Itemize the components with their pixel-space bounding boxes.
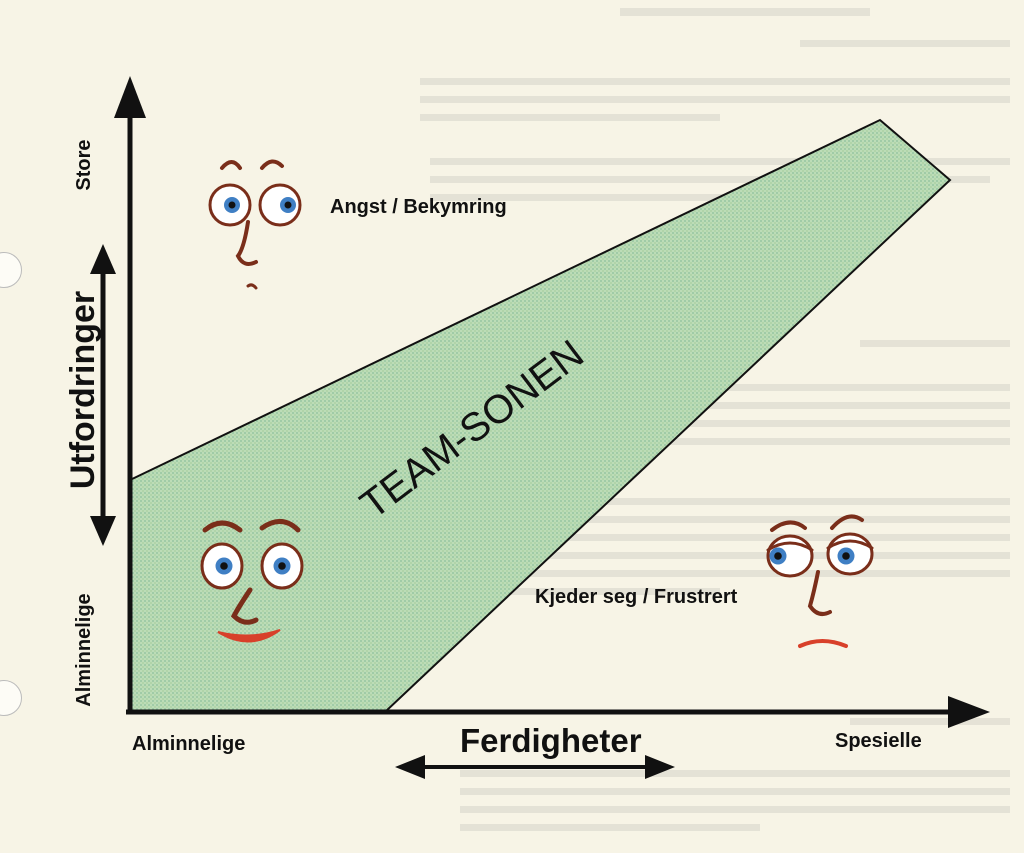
challenges-double-arrow — [90, 244, 116, 546]
bored-face-icon — [766, 514, 874, 648]
x-axis-right-label: Spesielle — [835, 730, 922, 752]
worried-face-icon — [208, 159, 302, 290]
happy-face-icon — [200, 519, 304, 643]
anxiety-label: Angst / Bekymring — [330, 196, 507, 218]
x-axis-title: Ferdigheter — [460, 722, 642, 759]
x-axis — [126, 696, 990, 728]
x-axis-left-label: Alminnelige — [132, 733, 246, 755]
y-axis-title: Utfordringer — [64, 291, 102, 489]
bored-label: Kjeder seg / Frustrert — [535, 586, 738, 608]
y-axis — [114, 76, 146, 712]
y-axis-top-label: Store — [73, 139, 95, 190]
skills-double-arrow — [395, 755, 675, 779]
y-axis-bottom-label: Alminnelige — [73, 593, 95, 706]
